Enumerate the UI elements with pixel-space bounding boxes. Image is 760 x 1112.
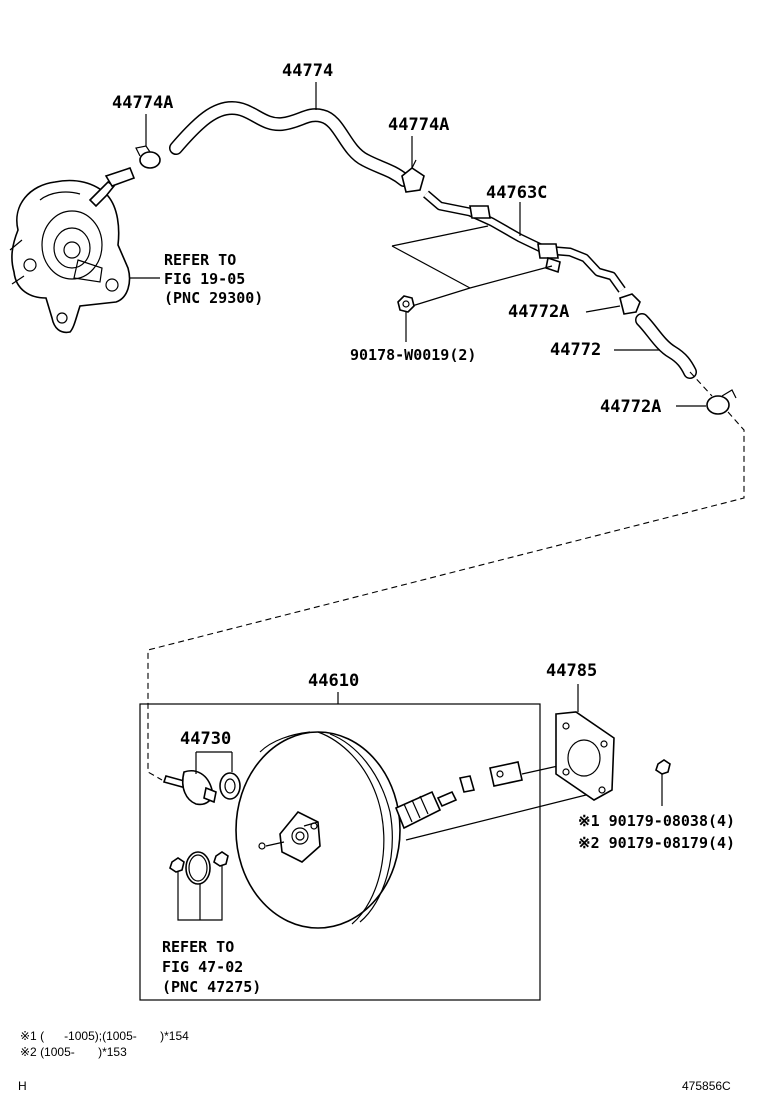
check-valve-44730: [162, 770, 241, 806]
label-44772a-top: 44772A: [508, 302, 569, 322]
vacuum-pump: [9, 167, 136, 334]
label-44774: 44774: [282, 61, 333, 81]
refer-master-line3: (PNC 47275): [162, 978, 261, 996]
label-44763c: 44763C: [486, 183, 547, 203]
clip-44772a-bottom: [706, 389, 737, 415]
pipe-44763c: [423, 190, 626, 293]
clip-44774a-left: [135, 145, 161, 169]
gasket-44785: [555, 711, 615, 801]
refer-pump-line3: (PNC 29300): [164, 289, 263, 307]
hose-44772: [635, 313, 697, 379]
footnote-1: ※1 ( -1005);(1005- )*154: [20, 1029, 189, 1043]
label-bolt2: ※2 90179-08179(4): [578, 834, 735, 852]
nut-90179: [655, 759, 671, 775]
illustration-number: 475856C: [682, 1079, 731, 1093]
master-cylinder-seal: [169, 851, 229, 885]
label-44772a-bottom: 44772A: [600, 397, 661, 417]
nut-90178: [397, 295, 415, 313]
label-bolt1: ※1 90179-08038(4): [578, 812, 735, 830]
label-44774a-left: 44774A: [112, 93, 173, 113]
label-44774a-right: 44774A: [388, 115, 449, 135]
refer-pump-line1: REFER TO: [164, 251, 236, 269]
footnote-2: ※2 (1005- )*153: [20, 1045, 127, 1059]
label-44610: 44610: [308, 671, 359, 691]
refer-pump-line2: FIG 19-05: [164, 270, 245, 288]
label-90178: 90178-W0019(2): [350, 346, 476, 364]
booster-assembly-frame: [139, 703, 541, 1001]
clip-44774a-right: [401, 159, 425, 193]
hose-44774: [169, 100, 411, 187]
brake-booster-44610: [235, 731, 523, 929]
label-44730: 44730: [180, 729, 231, 749]
label-44772: 44772: [550, 340, 601, 360]
corner-code-left: H: [18, 1079, 27, 1093]
refer-master-line1: REFER TO: [162, 938, 234, 956]
refer-master-line2: FIG 47-02: [162, 958, 243, 976]
clip-44772a-top: [619, 293, 641, 315]
label-44785: 44785: [546, 661, 597, 681]
